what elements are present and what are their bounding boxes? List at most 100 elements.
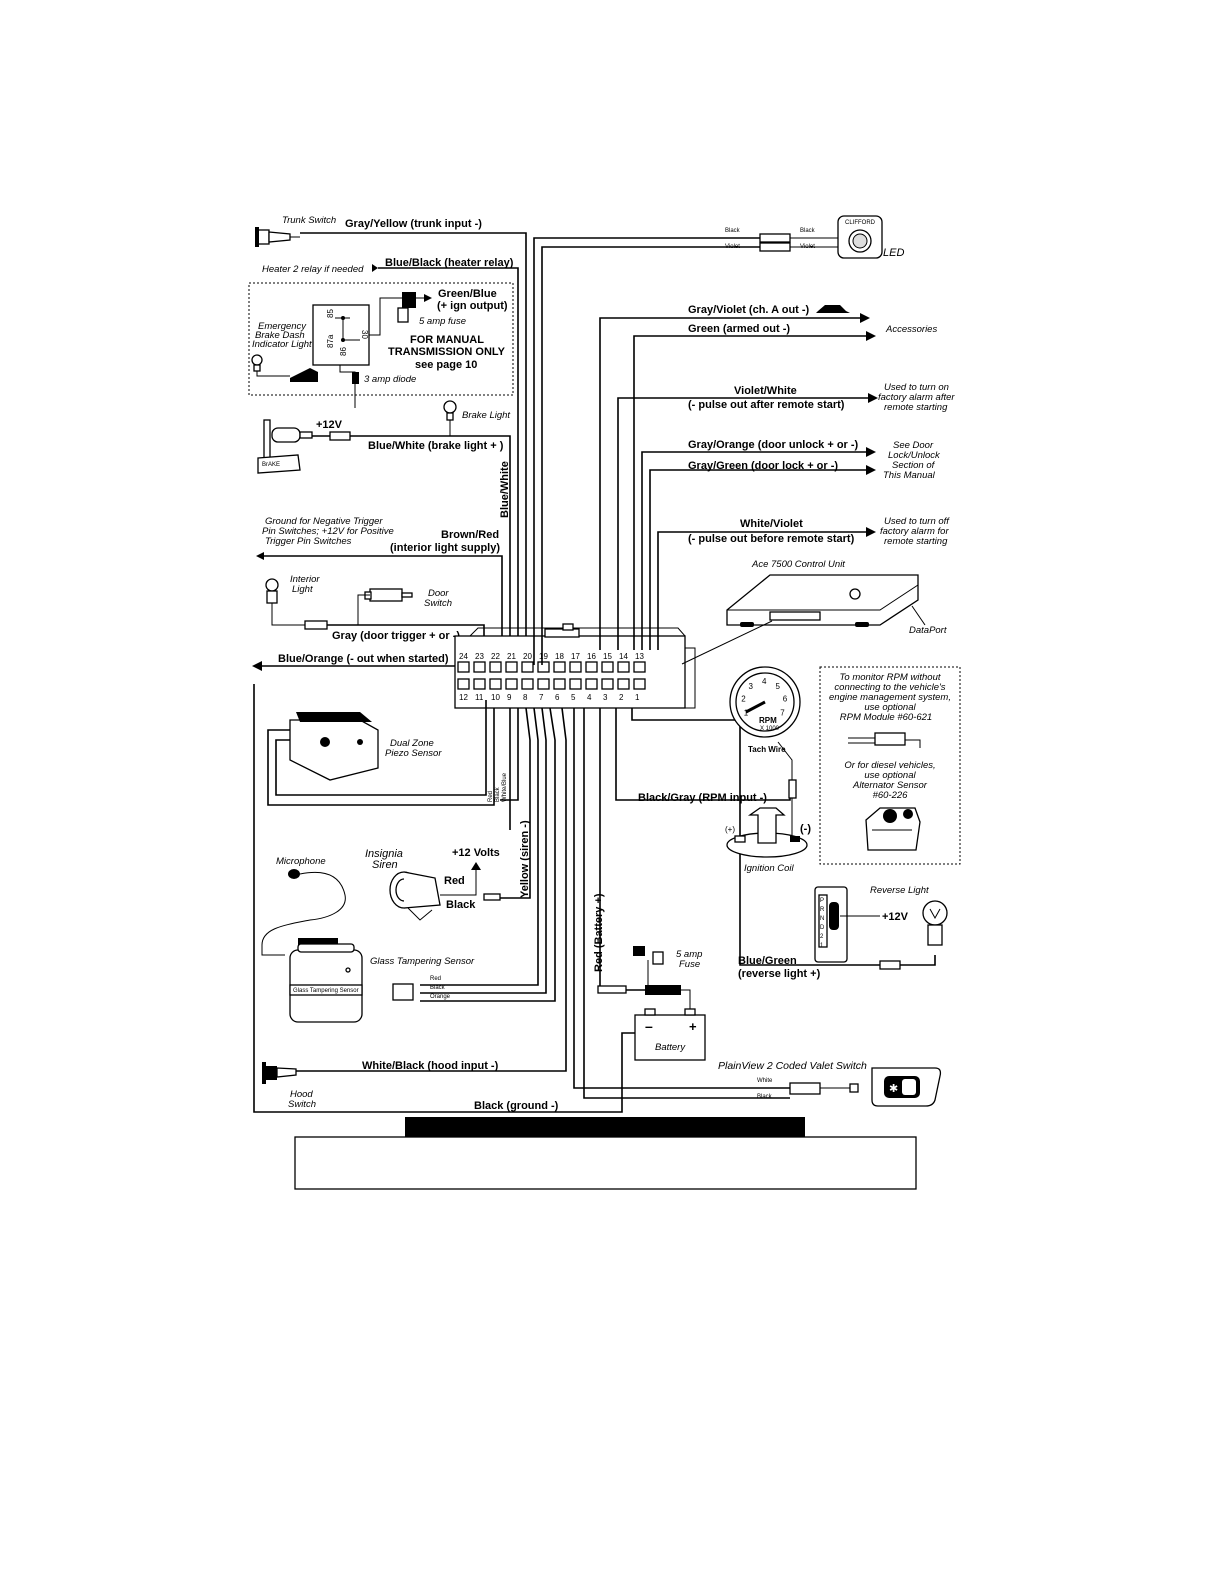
rpm-note-box <box>819 666 961 865</box>
interior-arrow-icon <box>256 552 264 560</box>
pin-cell-bottom <box>473 678 486 690</box>
turn-off-2: factory alarm for <box>880 526 949 537</box>
pin-label-top: 22 <box>491 652 500 661</box>
violet-white-wire <box>617 397 868 650</box>
ground-note-1: Ground for Negative Trigger <box>265 516 383 527</box>
white-violet-label-2: (- pulse out before remote start) <box>688 533 855 545</box>
brake-tap-icon <box>329 431 351 441</box>
pin-cell-top <box>617 661 630 673</box>
unlock-arrow-icon <box>866 447 876 457</box>
pin-cell-bottom <box>521 678 534 690</box>
started-arrow-icon <box>252 661 262 671</box>
volts-arrow-icon <box>471 862 481 870</box>
glass-black-wire <box>420 707 547 994</box>
relay-30-label: 30 <box>360 330 369 339</box>
pin-label-bottom: 10 <box>491 693 500 702</box>
gear-letter: 2 <box>820 934 824 940</box>
pin-cell-top <box>537 661 550 673</box>
reverse-wire <box>631 708 936 966</box>
violet-white-label-2: (- pulse out after remote start) <box>688 399 845 411</box>
piezo-wire-red: Red <box>488 791 494 802</box>
pin-label-top: 23 <box>475 652 484 661</box>
glass-orange-wire <box>420 707 556 1002</box>
see-door-2: Lock/Unlock <box>888 450 941 461</box>
reverse-tap-icon <box>879 960 901 970</box>
gear-letter: R <box>820 907 825 913</box>
emergency-label-3: Indicator Light <box>252 339 312 350</box>
trunk-switch <box>255 227 300 247</box>
brake-pedal-label: BrAKE <box>262 462 280 468</box>
gauge-number: 6 <box>783 694 788 703</box>
coil-plus-label: (+) <box>725 825 735 834</box>
hood-wire <box>296 707 567 1072</box>
hood-switch-icon <box>262 1062 297 1084</box>
turn-off-3: remote starting <box>884 536 948 547</box>
pin-cell-bottom <box>633 678 646 690</box>
pin-cell-bottom <box>457 678 470 690</box>
glass-wire-red: Red <box>430 976 441 982</box>
ign-wire-label-1: Green/Blue <box>438 288 497 300</box>
interior-light-icon <box>265 578 305 626</box>
led-violet-right-label: Violet <box>800 244 815 250</box>
door-tap-icon <box>304 620 328 630</box>
tachometer-icon <box>729 666 801 738</box>
pin-cell-bottom <box>585 678 598 690</box>
pin-cell-bottom <box>569 678 582 690</box>
hood-switch-label-1: Hood <box>290 1089 313 1100</box>
pin-label-bottom: 5 <box>571 693 576 702</box>
led-violet-left-label: Violet <box>725 244 740 250</box>
factory-alarm-1: Used to turn on <box>884 382 949 393</box>
brake-pedal-icon <box>257 419 313 474</box>
glass-sensor-icon <box>261 938 414 1023</box>
pin-label-top: 17 <box>571 652 580 661</box>
valet-black-wire <box>583 708 790 1099</box>
led-black-left-label: Black <box>725 228 741 234</box>
control-unit-label: Ace 7500 Control Unit <box>751 559 845 570</box>
battery-tap-icon <box>597 985 627 994</box>
ground-note-2: Pin Switches; +12V for Positive <box>262 526 394 537</box>
svg-text:✱: ✱ <box>889 1082 898 1095</box>
fuse-icon <box>397 292 416 323</box>
heater-arrow-icon <box>372 264 378 272</box>
relay-85-label: 85 <box>326 309 335 318</box>
reverse-wire-label-1: Blue/Green <box>738 955 797 967</box>
battery-fuse-label-2: Fuse <box>679 959 700 970</box>
rpm-note-4: use optional <box>864 702 916 713</box>
siren-label-2: Siren <box>372 859 398 871</box>
door-switch-label-2: Switch <box>424 598 452 609</box>
brake-light-label: Brake Light <box>462 410 510 421</box>
battery-fuse-icon <box>633 946 691 1012</box>
gear-selector-icon <box>814 886 848 963</box>
emergency-label-2: Brake Dash <box>255 330 305 341</box>
see-door-1: See Door <box>893 440 934 451</box>
valet-switch-icon: ✱ <box>789 1067 942 1107</box>
alternator-sensor-icon <box>865 807 921 851</box>
glass-wire-orange: Orange <box>430 994 451 1000</box>
brake-12v-label: +12V <box>316 419 343 431</box>
tach-wire <box>777 741 793 780</box>
pin-cell-bottom <box>553 678 566 690</box>
pin-cell-top <box>521 661 534 673</box>
pin-label-bottom: 2 <box>619 693 624 702</box>
rpm-note-1: To monitor RPM without <box>839 672 940 683</box>
pin-cell-bottom <box>601 678 614 690</box>
gauge-number: 1 <box>744 709 749 718</box>
led-connector-icon <box>759 233 840 252</box>
battery-plus-label: + <box>689 1019 697 1034</box>
heater-note: Heater 2 relay if needed <box>262 264 364 275</box>
manual-label-1: FOR MANUAL <box>410 334 484 346</box>
siren-black-label: Black <box>446 899 476 911</box>
relay-output-wire <box>369 297 402 336</box>
ch-a-wire <box>599 317 860 650</box>
gauge-number: 3 <box>749 682 754 691</box>
piezo-loop-outer <box>267 708 495 806</box>
led-black-wire <box>533 237 760 665</box>
pin-cell-top <box>489 661 502 673</box>
battery-icon <box>634 1008 706 1061</box>
interior-light-label-1: Interior <box>290 574 320 585</box>
relay-87a-label: 87a <box>326 334 335 348</box>
armed-arrow-icon <box>866 331 876 341</box>
